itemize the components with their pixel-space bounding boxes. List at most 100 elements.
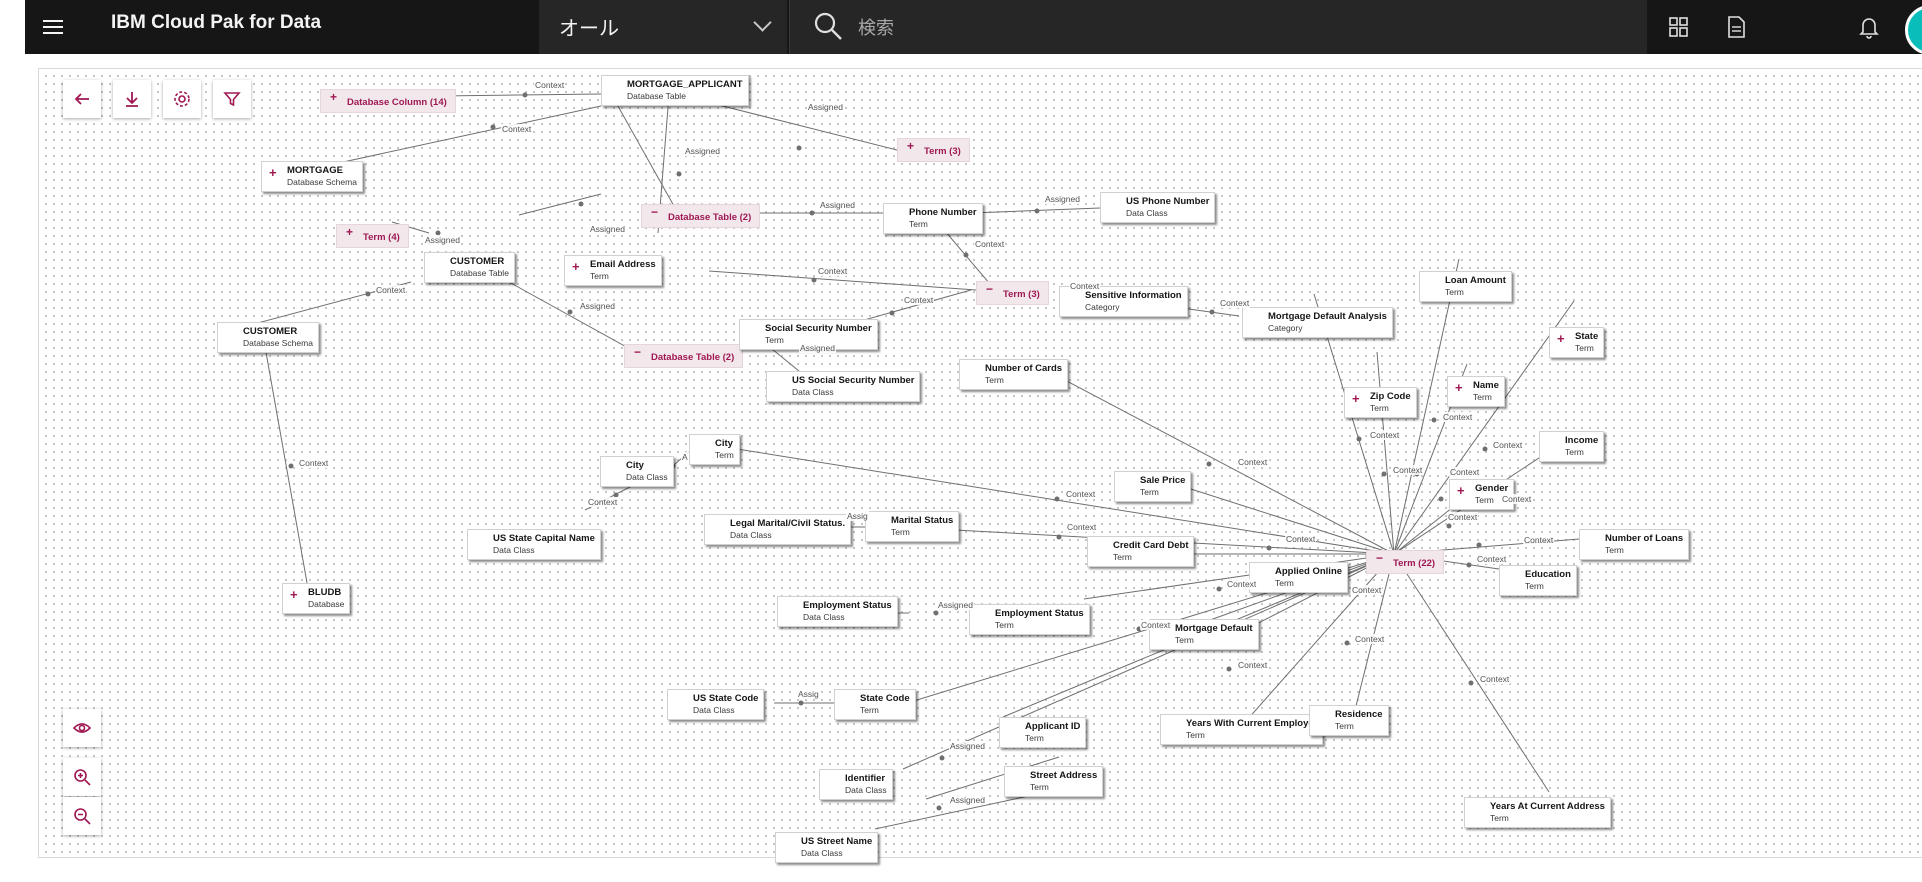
search-bar[interactable]: [789, 0, 1647, 54]
edge-label-context: Context: [1219, 298, 1251, 308]
edge-label-assigned: Assigned: [819, 200, 856, 210]
back-button[interactable]: [63, 80, 101, 118]
expand-icon[interactable]: +: [269, 165, 277, 180]
edge-label-context: Context: [1369, 430, 1401, 440]
download-button[interactable]: [113, 80, 151, 118]
group-database-column[interactable]: +Database Column (14): [320, 89, 456, 113]
view-button[interactable]: [63, 709, 101, 747]
lineage-canvas[interactable]: +Database Column (14) +Term (3) −Databas…: [38, 68, 1922, 863]
expand-icon[interactable]: +: [572, 259, 580, 274]
search-input[interactable]: [856, 12, 1560, 44]
edge-label-context: Context: [1285, 534, 1317, 544]
edge-label-context: Context: [1066, 522, 1098, 532]
edge-label-assigned: Assigned: [807, 102, 844, 112]
zoom-in-button[interactable]: [63, 758, 101, 796]
filter-icon: [223, 92, 241, 107]
settings-icon: [174, 91, 190, 107]
edge-label-context: Context: [587, 497, 619, 507]
group-term-3-top[interactable]: +Term (3): [897, 138, 970, 162]
zoom-in-icon: [74, 769, 91, 786]
edge-label-context: Context: [1501, 494, 1533, 504]
edge-label-context: Context: [1354, 634, 1386, 644]
edge-label-context: Context: [1476, 554, 1508, 564]
edge-label-context: Context: [534, 80, 566, 90]
group-term-4[interactable]: +Term (4): [336, 224, 409, 248]
edge-label-assigned: Assigned: [424, 235, 461, 245]
scope-value: オール: [559, 18, 619, 40]
document-icon[interactable]: [1722, 13, 1750, 41]
zoom-out-button[interactable]: [63, 797, 101, 835]
group-term-3-mid[interactable]: −Term (3): [976, 281, 1049, 305]
expand-icon[interactable]: +: [1557, 331, 1565, 346]
group-database-table-bottom[interactable]: −Database Table (2): [624, 344, 744, 368]
catalog-icon[interactable]: [1665, 13, 1693, 41]
avatar[interactable]: [1905, 5, 1922, 55]
edge-label-context: Context: [1449, 467, 1481, 477]
group-term-22[interactable]: −Term (22): [1366, 550, 1445, 574]
expand-icon[interactable]: +: [1457, 483, 1465, 498]
expand-icon[interactable]: +: [290, 587, 298, 602]
expand-icon[interactable]: +: [1455, 380, 1463, 395]
app-title: IBM Cloud Pak for Data: [111, 12, 322, 33]
filter-button[interactable]: [213, 80, 251, 118]
edge-label-assigned: Assigned: [937, 600, 974, 610]
edge-label-assigned: Assigned: [1044, 194, 1081, 204]
scope-dropdown[interactable]: オール: [539, 0, 787, 54]
settings-button[interactable]: [163, 80, 201, 118]
group-database-table-top[interactable]: −Database Table (2): [641, 204, 761, 228]
node-legal-marital-status[interactable]: Legal Marital/Civil Status.Data Class: [704, 514, 852, 545]
edge-label-context: Context: [1237, 660, 1269, 670]
expand-icon[interactable]: +: [1352, 391, 1360, 406]
edge-label-context: Context: [298, 458, 330, 468]
chevron-down-icon: [753, 13, 772, 32]
edge-label-context: Context: [903, 295, 935, 305]
edge-label-context: Context: [1237, 457, 1269, 467]
edge-label-context: Context: [1069, 281, 1101, 291]
view-icon: [72, 723, 92, 733]
edge-label-context: Context: [375, 285, 407, 295]
back-icon: [74, 93, 89, 105]
edge-label-context: Context: [1492, 440, 1524, 450]
menu-icon[interactable]: [43, 17, 63, 35]
notification-icon[interactable]: [1855, 13, 1883, 41]
top-bar: IBM Cloud Pak for Data オール: [25, 0, 1922, 55]
edge-label-context: Context: [1442, 412, 1474, 422]
